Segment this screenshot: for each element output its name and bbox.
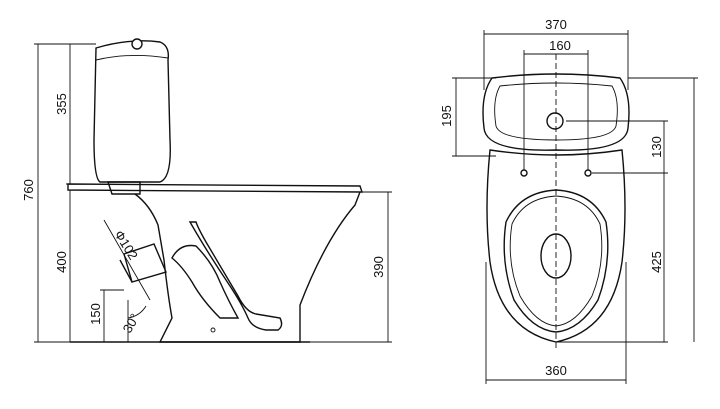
top-view: 370 160 195 130 425 (439, 17, 698, 384)
trap-channel-inner (171, 244, 240, 319)
dim-overall-height: 760 (21, 43, 96, 343)
dim-label-760: 760 (21, 179, 36, 201)
tank-base-connector (107, 181, 141, 195)
flush-button (131, 38, 143, 50)
outlet-pipe-end (119, 259, 133, 283)
drain-marker (210, 327, 216, 333)
tank-top-inner (494, 82, 618, 141)
bolt-hole-left (520, 169, 528, 177)
outlet-axis (103, 219, 151, 301)
dim-label-130: 130 (649, 136, 664, 158)
dim-label-400: 400 (54, 251, 69, 273)
seat-plate (67, 183, 363, 193)
dim-label-425: 425 (649, 251, 664, 273)
bowl-top-outline (486, 149, 626, 343)
dim-bowl-length: 425 (556, 173, 668, 343)
cistern-lid-line (95, 54, 169, 61)
bolt-hole-right (584, 169, 592, 177)
dim-rim-height: 400 (54, 190, 71, 342)
dim-label-390: 390 (371, 256, 386, 278)
bowl-outline (134, 191, 361, 343)
side-view: 760 355 400 150 Ф102 30° (21, 38, 392, 343)
dim-outlet-angle: 30° (120, 300, 147, 342)
trap-channel-outer (188, 221, 283, 331)
dim-label-diameter: Ф102 (111, 228, 140, 263)
dim-label-355: 355 (54, 93, 69, 115)
dim-label-160: 160 (549, 38, 571, 53)
dim-label-360: 360 (545, 363, 567, 378)
dim-tank-depth: 195 (439, 77, 496, 157)
cistern-outline (93, 40, 171, 183)
dim-bowl-width: 360 (485, 262, 627, 384)
dim-label-370: 370 (545, 17, 567, 32)
dim-tank-height: 355 (54, 44, 96, 185)
dim-outlet-height: 150 (88, 289, 124, 342)
dim-bolt-spacing: 160 (523, 38, 589, 170)
flush-hole (546, 112, 564, 130)
outlet-pipe (123, 243, 167, 283)
seat-opening-inner (509, 195, 603, 327)
dim-label-angle: 30° (120, 311, 143, 336)
tank-top-outline (482, 73, 630, 151)
dim-label-150: 150 (88, 303, 103, 325)
dim-label-195: 195 (439, 105, 454, 127)
dim-bowl-height: 390 (300, 191, 392, 343)
dim-hole-offset: 130 (566, 120, 668, 174)
dim-tank-width: 370 (483, 17, 629, 90)
